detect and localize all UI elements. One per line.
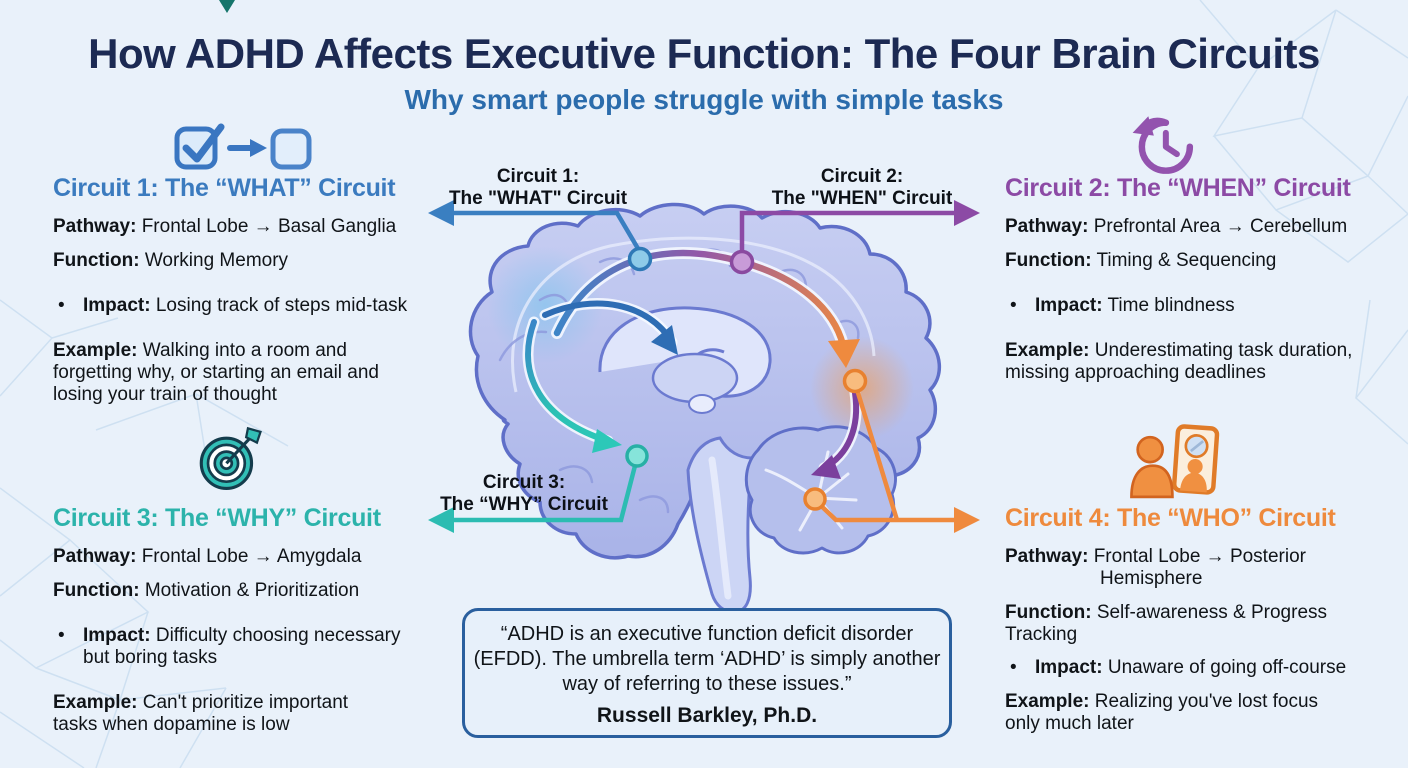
circuit-3-panel: Circuit 3: The “WHY” Circuit Pathway: Fr…: [53, 504, 441, 748]
arc-arrowhead: [828, 339, 860, 368]
circuit-1-function: Function: Working Memory: [53, 250, 289, 271]
circuit-1-example: Example: Walking into a room and forgett…: [53, 340, 379, 405]
rewind-clock-icon: [1128, 106, 1200, 180]
circuit-4-panel: Circuit 4: The “WHO” Circuit Pathway: Fr…: [1005, 504, 1403, 747]
why-node: [625, 444, 649, 468]
circuit-1-pathway: Pathway: Frontal Lobe → Basal Ganglia: [53, 216, 397, 237]
circuit-3-pathway: Pathway: Frontal Lobe → Amygdala: [53, 546, 362, 567]
person-mirror-icon: [1126, 422, 1226, 504]
circuit-3-function: Function: Motivation & Prioritization: [53, 580, 360, 601]
when-node: [729, 249, 755, 275]
page-subtitle: Why smart people struggle with simple ta…: [404, 84, 1004, 115]
circuit-2-pathway: Pathway: Prefrontal Area → Cerebellum: [1005, 216, 1348, 237]
cerebellum-node: [803, 487, 827, 511]
circuit-2-function: Function: Timing & Sequencing: [1005, 250, 1277, 271]
circuit-4-function: Function: Self-awareness & Progress Trac…: [1005, 602, 1328, 645]
circuit-3-example: Example: Can't prioritize important task…: [53, 692, 349, 735]
circuit-1-panel: Circuit 1: The “WHAT” Circuit Pathway: F…: [53, 174, 441, 418]
page-title: How ADHD Affects Executive Function: The…: [88, 30, 1320, 77]
what-when-arc: [553, 249, 847, 349]
circuit-3-heading: Circuit 3: The “WHY” Circuit: [53, 504, 381, 532]
circuit-1-impact: •Impact: Losing track of steps mid-task: [58, 295, 408, 316]
brain-label-when: Circuit 2: The "WHEN" Circuit: [771, 166, 953, 209]
brain-label-why: Circuit 3: The “WHY” Circuit: [440, 472, 608, 515]
circuit-pathway-arrows: [522, 246, 862, 479]
circuit-4-impact: •Impact: Unaware of going off-course: [1010, 657, 1347, 678]
target-dart-icon: [194, 422, 266, 492]
circuit-2-heading: Circuit 2: The “WHEN” Circuit: [1005, 174, 1351, 202]
quote-attribution: Russell Barkley, Ph.D.: [596, 704, 818, 727]
corner-mark: [219, 0, 235, 13]
quote-box: “ADHD is an executive function deficit d…: [462, 608, 952, 738]
what-node: [627, 246, 653, 272]
what-arrow: [542, 300, 675, 345]
brain-label-what: Circuit 1: The "WHAT" Circuit: [448, 166, 628, 209]
checkbox-to-empty-box-icon: [172, 118, 314, 172]
brain-illustration: [468, 202, 942, 614]
why-arrow: [525, 319, 611, 444]
circuit-3-impact: •Impact: Difficulty choosing necessary b…: [58, 625, 401, 668]
circuit-2-impact: •Impact: Time blindness: [1010, 295, 1235, 316]
posterior-node: [842, 368, 868, 394]
circuit-2-example: Example: Underestimating task duration, …: [1005, 340, 1353, 383]
circuit-2-panel: Circuit 2: The “WHEN” Circuit Pathway: P…: [1005, 174, 1403, 396]
circuit-nodes: [625, 246, 868, 511]
label-connectors: [428, 200, 980, 533]
circuit-4-heading: Circuit 4: The “WHO” Circuit: [1005, 504, 1336, 532]
circuit-1-heading: Circuit 1: The “WHAT” Circuit: [53, 174, 396, 202]
circuit-4-pathway: Pathway: Frontal Lobe → Posterior Hemisp…: [1005, 546, 1306, 589]
circuit-4-example: Example: Realizing you've lost focus onl…: [1005, 691, 1319, 734]
quote-text: “ADHD is an executive function deficit d…: [473, 623, 941, 695]
